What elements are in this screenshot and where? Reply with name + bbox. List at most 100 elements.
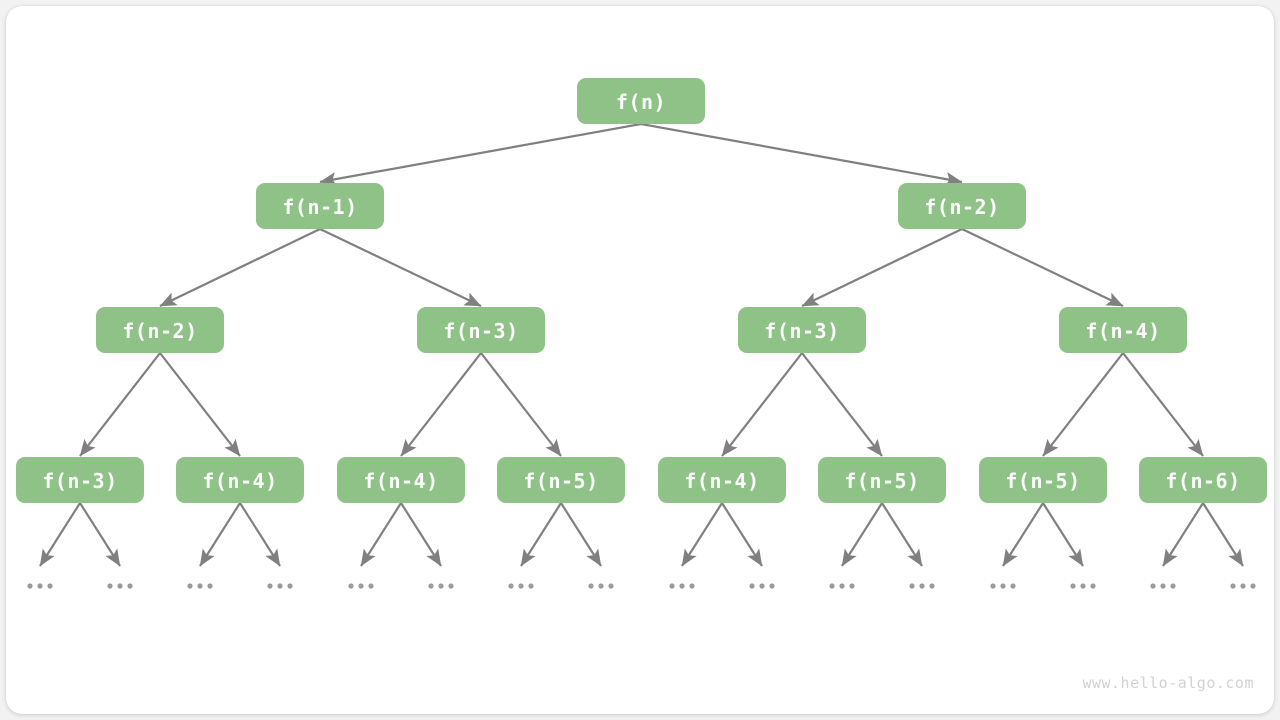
ellipsis-dot	[1090, 583, 1096, 589]
ellipsis-dot	[1160, 583, 1166, 589]
ellipsis-dot	[127, 583, 133, 589]
tree-edge	[480, 352, 562, 457]
ellipsis-dot	[428, 583, 434, 589]
ellipsis-dot	[1240, 583, 1246, 589]
ellipsis-dot	[929, 583, 935, 589]
tree-node[interactable]: f(n-5)	[818, 457, 946, 503]
tree-node-box	[979, 457, 1107, 503]
tree-node-box	[16, 457, 144, 503]
tree-node[interactable]: f(n-2)	[96, 307, 224, 353]
tree-edge	[801, 352, 883, 457]
recursion-tree-canvas: f(n) f(n-1) f(n-2) f(n-2) f(n-3) f(n-3) f(n-4)…	[16, 78, 1267, 692]
ellipsis-dot	[287, 583, 293, 589]
tree-node-box	[256, 183, 384, 229]
tree-node[interactable]: f(n-4)	[1059, 307, 1187, 353]
tree-node[interactable]: f(n-4)	[176, 457, 304, 503]
ellipsis-dot	[37, 583, 43, 589]
ellipsis-dot	[689, 583, 695, 589]
tree-node-box	[1139, 457, 1267, 503]
ellipsis-dot	[598, 583, 604, 589]
tree-node-box	[658, 457, 786, 503]
ellipsis-dot	[909, 583, 915, 589]
ellipsis-dot	[117, 583, 123, 589]
ellipsis-dot	[1070, 583, 1076, 589]
tree-node-label: f(n-2)	[122, 319, 197, 343]
ellipsis-dot	[47, 583, 53, 589]
ellipsis-dot	[769, 583, 775, 589]
tree-edge	[1042, 352, 1124, 457]
tree-node-box	[577, 78, 705, 124]
ellipsis-edge	[400, 502, 442, 567]
tree-node[interactable]: f(n-4)	[658, 457, 786, 503]
tree-node[interactable]: f(n-3)	[417, 307, 545, 353]
ellipsis-marker	[348, 583, 374, 589]
tree-node-label: f(n-1)	[282, 195, 357, 219]
tree-node[interactable]: f(n-4)	[337, 457, 465, 503]
tree-node-label: f(n-5)	[844, 469, 919, 493]
ellipsis-marker	[669, 583, 695, 589]
ellipsis-edge	[239, 502, 281, 567]
tree-node-box	[96, 307, 224, 353]
ellipsis-dot	[1080, 583, 1086, 589]
ellipsis-dot	[438, 583, 444, 589]
ellipsis-edge	[1002, 502, 1044, 567]
ellipsis-dot	[207, 583, 213, 589]
ellipsis-dot	[528, 583, 534, 589]
tree-edge	[801, 228, 963, 307]
tree-node-box	[818, 457, 946, 503]
tree-node[interactable]: f(n-3)	[16, 457, 144, 503]
ellipsis-edge	[1162, 502, 1204, 567]
ellipsis-dot	[1230, 583, 1236, 589]
tree-node-label: f(n-4)	[363, 469, 438, 493]
ellipsis-dot	[990, 583, 996, 589]
tree-node[interactable]: f(n-5)	[497, 457, 625, 503]
ellipsis-dot	[1000, 583, 1006, 589]
tree-edge	[721, 352, 803, 457]
tree-edge	[961, 228, 1124, 307]
tree-node[interactable]: f(n-2)	[898, 183, 1026, 229]
ellipsis-edge	[520, 502, 562, 567]
ellipsis-dot	[27, 583, 33, 589]
ellipsis-dot	[669, 583, 675, 589]
tree-node[interactable]: f(n)	[577, 78, 705, 124]
ellipsis-marker	[187, 583, 213, 589]
ellipsis-dot	[187, 583, 193, 589]
tree-node-label: f(n-5)	[523, 469, 598, 493]
ellipsis-marker	[588, 583, 614, 589]
ellipsis-dot	[839, 583, 845, 589]
ellipsis-edge	[39, 502, 81, 567]
ellipsis-edge	[881, 502, 923, 567]
ellipsis-edge	[199, 502, 241, 567]
ellipsis-dot	[508, 583, 514, 589]
tree-node-label: f(n-3)	[443, 319, 518, 343]
tree-node-box	[337, 457, 465, 503]
ellipsis-dot	[1010, 583, 1016, 589]
tree-edge	[400, 352, 482, 457]
ellipsis-marker	[1230, 583, 1256, 589]
ellipsis-layer	[27, 583, 1256, 589]
ellipsis-dot	[849, 583, 855, 589]
ellipsis-marker	[107, 583, 133, 589]
tree-edge	[319, 122, 642, 187]
tree-node[interactable]: f(n-5)	[979, 457, 1107, 503]
tree-node[interactable]: f(n-1)	[256, 183, 384, 229]
ellipsis-dot	[277, 583, 283, 589]
ellipsis-edge	[841, 502, 883, 567]
ellipsis-edge	[560, 502, 602, 567]
tree-node[interactable]: f(n-6)	[1139, 457, 1267, 503]
ellipsis-edge	[721, 502, 763, 567]
tree-node-box	[176, 457, 304, 503]
ellipsis-marker	[428, 583, 454, 589]
ellipsis-dot	[348, 583, 354, 589]
ellipsis-dot	[679, 583, 685, 589]
tree-node-box	[738, 307, 866, 353]
tree-node-label: f(n-6)	[1165, 469, 1240, 493]
tree-node-label: f(n-5)	[1005, 469, 1080, 493]
tree-edge	[640, 122, 963, 187]
ellipsis-marker	[1150, 583, 1176, 589]
ellipsis-edges-layer	[39, 502, 1244, 567]
ellipsis-marker	[1070, 583, 1096, 589]
tree-node[interactable]: f(n-3)	[738, 307, 866, 353]
ellipsis-dot	[829, 583, 835, 589]
ellipsis-dot	[919, 583, 925, 589]
